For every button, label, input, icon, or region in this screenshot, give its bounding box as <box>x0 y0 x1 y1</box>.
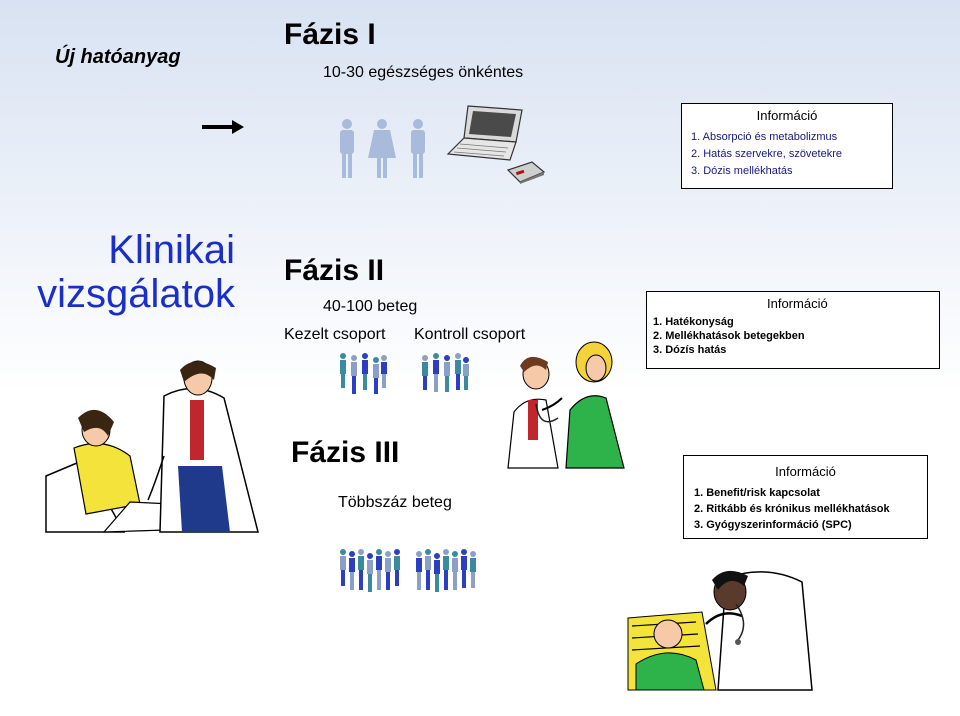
phase3-info-box: Információ 1. Benefit/risk kapcsolat 2. … <box>683 455 928 539</box>
phase2-subtitle: 40-100 beteg <box>323 298 418 315</box>
control-group-crowd-icon <box>422 353 469 392</box>
doctor-patient-consultation-illustration <box>45 360 259 533</box>
arrow-right-icon <box>202 120 244 134</box>
doctor-patient-illustration <box>507 341 625 469</box>
phase1-info-item: 3. Dózis mellékhatás <box>691 165 793 177</box>
phase1-info-box: Információ 1. Absorpció és metabolizmus … <box>681 103 893 189</box>
laptop-icon <box>446 105 523 161</box>
phase1-info-item: 1. Absorpció és metabolizmus <box>691 131 838 143</box>
phase2-info-header: Információ <box>767 296 828 311</box>
treated-group-crowd-icon <box>340 353 387 394</box>
control-group-label: Kontroll csoport <box>414 326 526 343</box>
clinical-label-line2: vizsgálatok <box>37 272 235 316</box>
phase2-info-item: 1. Hatékonyság <box>653 316 734 328</box>
phase3-info-item: 3. Gyógyszerinformáció (SPC) <box>694 519 852 531</box>
phase1-subtitle: 10-30 egészséges önkéntes <box>323 64 524 81</box>
clinical-label-line1: Klinikai <box>108 228 235 272</box>
phase2-info-item: 3. Dózís hatás <box>653 344 727 356</box>
doctor-examining-patient-illustration <box>627 570 813 691</box>
phase3-info-item: 2. Ritkább és krónikus mellékhatások <box>694 503 890 515</box>
phase3-info-item: 1. Benefit/risk kapcsolat <box>694 487 820 499</box>
healthy-volunteers-icon <box>340 119 425 178</box>
new-drug-label: Új hatóanyag <box>55 46 181 68</box>
phase1-title: Fázis I <box>284 18 376 51</box>
phase2-title: Fázis II <box>284 254 385 287</box>
phase3-info-header: Információ <box>775 464 836 479</box>
phase1-info-header: Információ <box>756 108 818 123</box>
device-icon <box>506 161 546 184</box>
clinical-trials-label: Klinikai vizsgálatok <box>20 228 235 316</box>
phase2-info-item: 2. Mellékhatások betegekben <box>653 330 805 342</box>
phase3-title: Fázis III <box>291 436 400 469</box>
patients-crowd-icon <box>340 549 476 592</box>
treated-group-label: Kezelt csoport <box>284 326 386 343</box>
phase1-info-item: 2. Hatás szervekre, szövetekre <box>691 148 843 160</box>
phase2-info-box: Információ 1. Hatékonyság 2. Mellékhatás… <box>646 291 940 369</box>
phase3-subtitle: Többszáz beteg <box>338 494 452 511</box>
